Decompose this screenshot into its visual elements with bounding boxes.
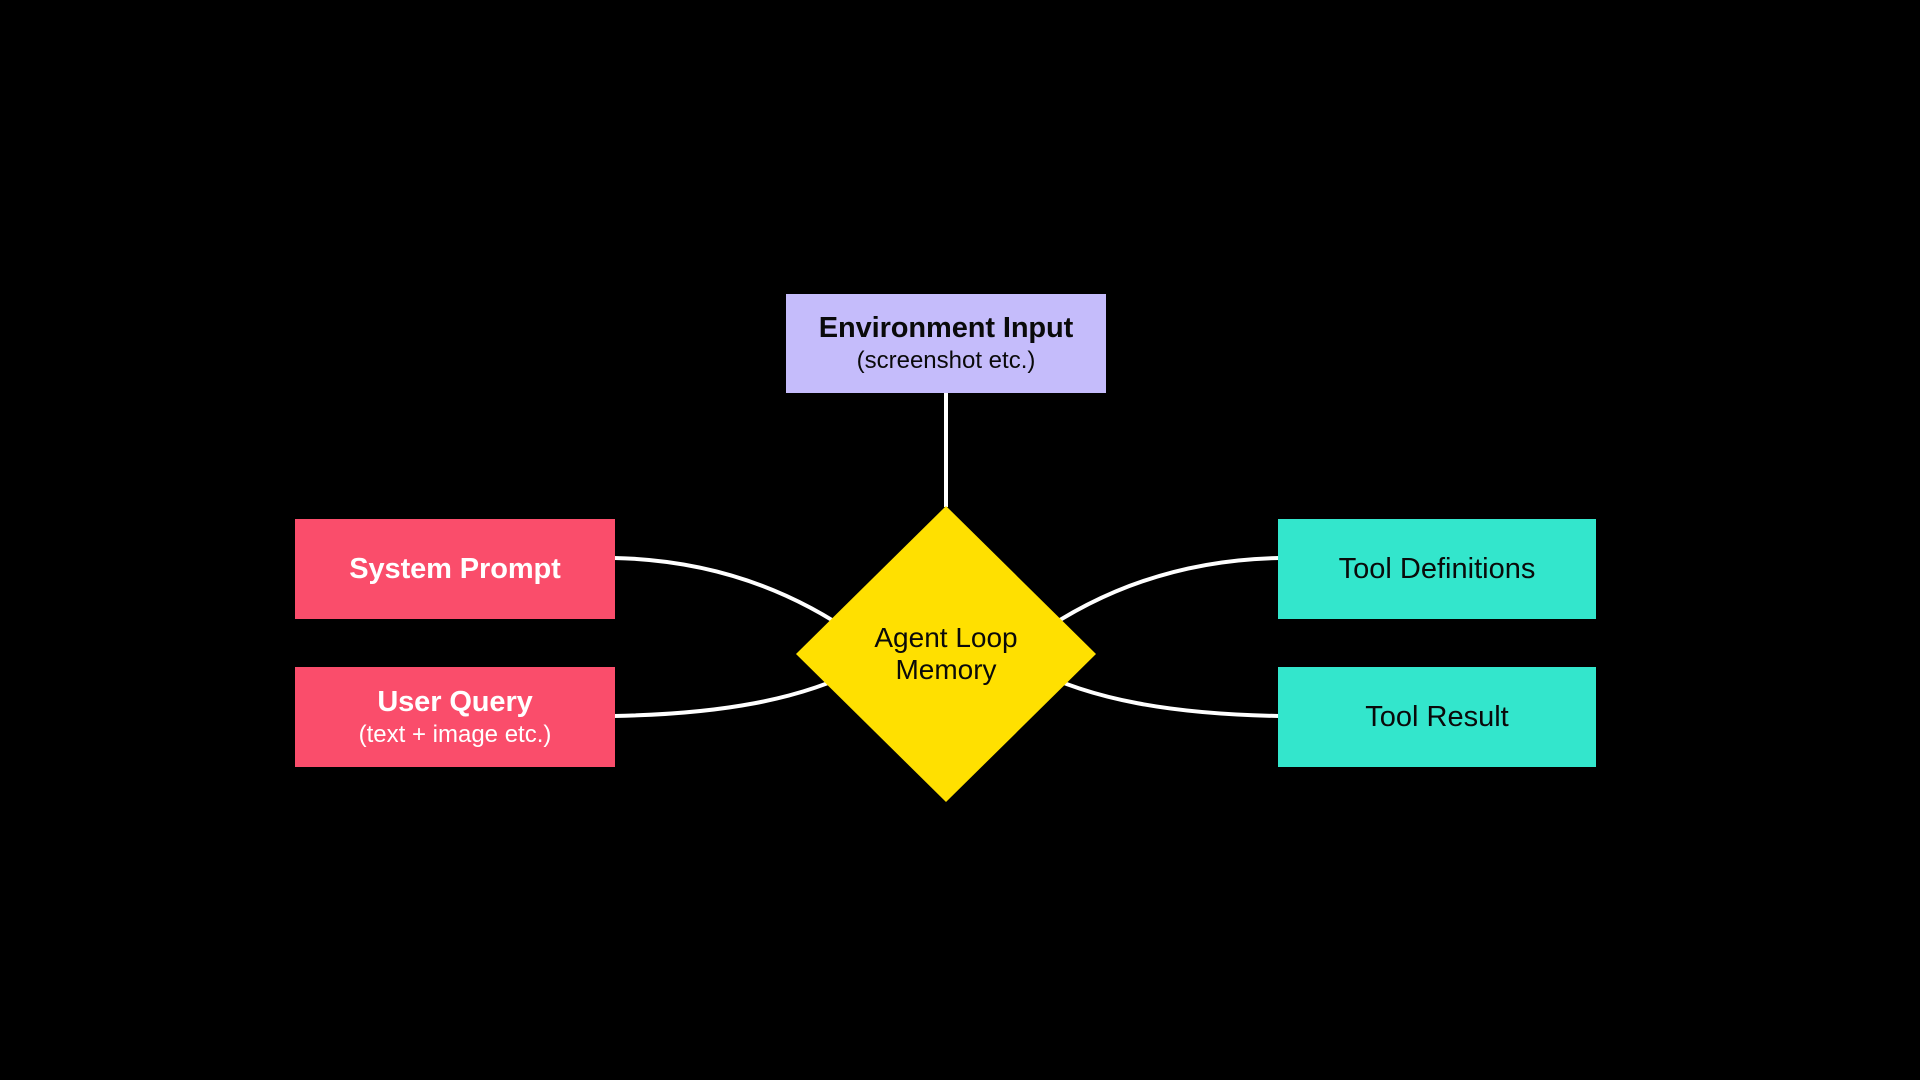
node-system-prompt-title: System Prompt [349,552,561,585]
node-system-prompt[interactable]: System Prompt [295,519,615,619]
node-environment-input-subtitle: (screenshot etc.) [856,347,1036,375]
node-user-query-subtitle: (text + image etc.) [358,720,552,748]
node-agent-loop-memory-label: Agent Loop Memory [874,622,1017,687]
node-tool-result-title: Tool Result [1365,700,1509,733]
node-agent-loop-memory-subtitle: Memory [895,654,997,685]
node-agent-loop-memory-title: Agent Loop [874,621,1018,653]
node-user-query[interactable]: User Query (text + image etc.) [295,667,615,767]
node-environment-input-title: Environment Input [818,312,1074,345]
node-environment-input[interactable]: Environment Input (screenshot etc.) [786,294,1106,393]
node-agent-loop-memory[interactable]: Agent Loop Memory [796,506,1096,802]
node-user-query-title: User Query [377,685,533,718]
node-tool-result[interactable]: Tool Result [1278,667,1596,767]
node-tool-definitions-title: Tool Definitions [1338,552,1536,585]
node-tool-definitions[interactable]: Tool Definitions [1278,519,1596,619]
